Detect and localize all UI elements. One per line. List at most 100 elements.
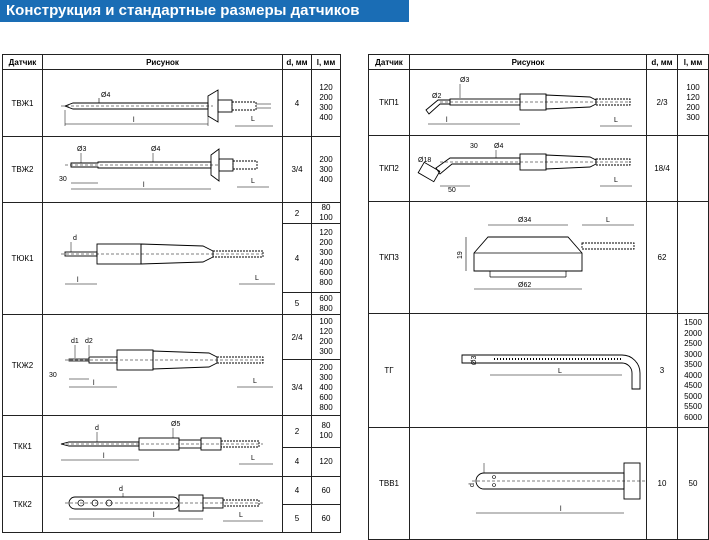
drawing-tkzh2: d1 d2 30 l L (42, 314, 283, 416)
d-cell: 2 (282, 415, 312, 448)
label-d: d (119, 486, 123, 493)
d-cell: 2 (282, 202, 312, 224)
d-cell: 4 (282, 476, 312, 505)
label-h19: 19 (457, 251, 464, 259)
label-d1: Ø3 (77, 146, 86, 153)
l-cell: 50 (677, 427, 709, 540)
label-d62: Ø62 (518, 282, 531, 289)
drawing-tkp1: Ø3 Ø2 l L (409, 69, 647, 136)
label-L: L (239, 512, 243, 519)
header-drawing: Рисунок (42, 54, 283, 70)
drawing-tkk1: d Ø5 l L (42, 415, 283, 477)
d-cell: 2/4 (282, 314, 312, 360)
d-cell: 4 (282, 446, 312, 478)
d-cell: 10 (646, 427, 678, 540)
label-50: 50 (448, 187, 456, 194)
label-l: l (103, 453, 105, 460)
drawing-tkk2: d l L (42, 476, 283, 533)
sensor-name: ТВВ1 (368, 427, 410, 540)
label-d18: Ø18 (418, 157, 431, 164)
sensor-name: ТВЖ1 (2, 69, 43, 137)
label-d: d (95, 425, 99, 432)
drawing-tkp3: Ø34 L 19 Ø62 (409, 201, 647, 314)
sensor-name: ТКП2 (368, 135, 410, 202)
l-cell (677, 135, 709, 202)
label-d3: Ø3 (460, 77, 469, 84)
label-d2: Ø2 (432, 93, 441, 100)
label-d3: Ø3 (471, 355, 478, 364)
drawing-tvzh2: Ø3 Ø4 30 l L (42, 136, 283, 203)
page-title: Конструкция и стандартные размеры датчик… (0, 0, 409, 22)
label-d: d (73, 235, 77, 242)
label-l: l (77, 277, 79, 284)
d-cell: 62 (646, 201, 678, 314)
right-spec-table: Датчик Рисунок d, мм l, мм ТКП1 Ø3 Ø2 l … (368, 54, 709, 540)
label-L: L (251, 116, 255, 123)
label-d: d (469, 483, 476, 487)
header-d: d, мм (282, 54, 312, 70)
label-d2: Ø4 (151, 146, 160, 153)
left-spec-table: Датчик Рисунок d, мм l, мм ТВЖ1 Ø4 l L (2, 54, 341, 533)
label-30: 30 (49, 372, 57, 379)
sensor-name: ТГ (368, 313, 410, 428)
label-l: l (143, 182, 145, 189)
label-L: L (251, 178, 255, 185)
d-cell: 4 (282, 69, 312, 137)
d-cell: 3 (646, 313, 678, 428)
sensor-name: ТЮК1 (2, 202, 43, 315)
d-cell: 5 (282, 504, 312, 533)
label-l: l (133, 117, 135, 124)
label-L: L (253, 378, 257, 385)
label-L: L (255, 275, 259, 282)
d-cell: 5 (282, 292, 312, 315)
header-l: l, мм (311, 54, 341, 70)
d-cell: 18/4 (646, 135, 678, 202)
sensor-name: ТКП1 (368, 69, 410, 136)
d-cell: 2/3 (646, 69, 678, 136)
label-d1: d1 (71, 338, 79, 345)
label-l: l (93, 380, 95, 387)
header-d: d, мм (646, 54, 678, 70)
label-30: 30 (470, 143, 478, 150)
label-L: L (251, 455, 255, 462)
sensor-name: ТКП3 (368, 201, 410, 314)
l-cell: 120 (311, 446, 341, 478)
drawing-tvzh1: Ø4 l L (42, 69, 283, 137)
label-l: l (446, 117, 448, 124)
label-d2: d2 (85, 338, 93, 345)
drawing-tvv1: d l (409, 427, 647, 540)
label-L: L (614, 177, 618, 184)
label-l: l (560, 506, 562, 513)
header-sensor: Датчик (2, 54, 43, 70)
drawing-tg: L Ø3 (409, 313, 647, 428)
d-cell: 4 (282, 223, 312, 293)
header-l: l, мм (677, 54, 709, 70)
d-cell: 3/4 (282, 136, 312, 203)
sensor-name: ТКЖ2 (2, 314, 43, 416)
sensor-name: ТКК1 (2, 415, 43, 477)
label-L: L (606, 217, 610, 224)
label-d: Ø4 (101, 92, 110, 99)
d-cell: 3/4 (282, 359, 312, 416)
drawing-tyk1: d l L (42, 202, 283, 315)
sensor-name: ТКК2 (2, 476, 43, 533)
l-cell: 60 (311, 504, 341, 533)
label-d4: Ø4 (494, 143, 503, 150)
header-sensor: Датчик (368, 54, 410, 70)
l-cell: 60 (311, 476, 341, 505)
label-d5: Ø5 (171, 421, 180, 428)
drawing-tkp2: Ø4 30 Ø18 50 L (409, 135, 647, 202)
l-cell (677, 201, 709, 314)
label-L: L (614, 117, 618, 124)
label-L: L (558, 368, 562, 375)
